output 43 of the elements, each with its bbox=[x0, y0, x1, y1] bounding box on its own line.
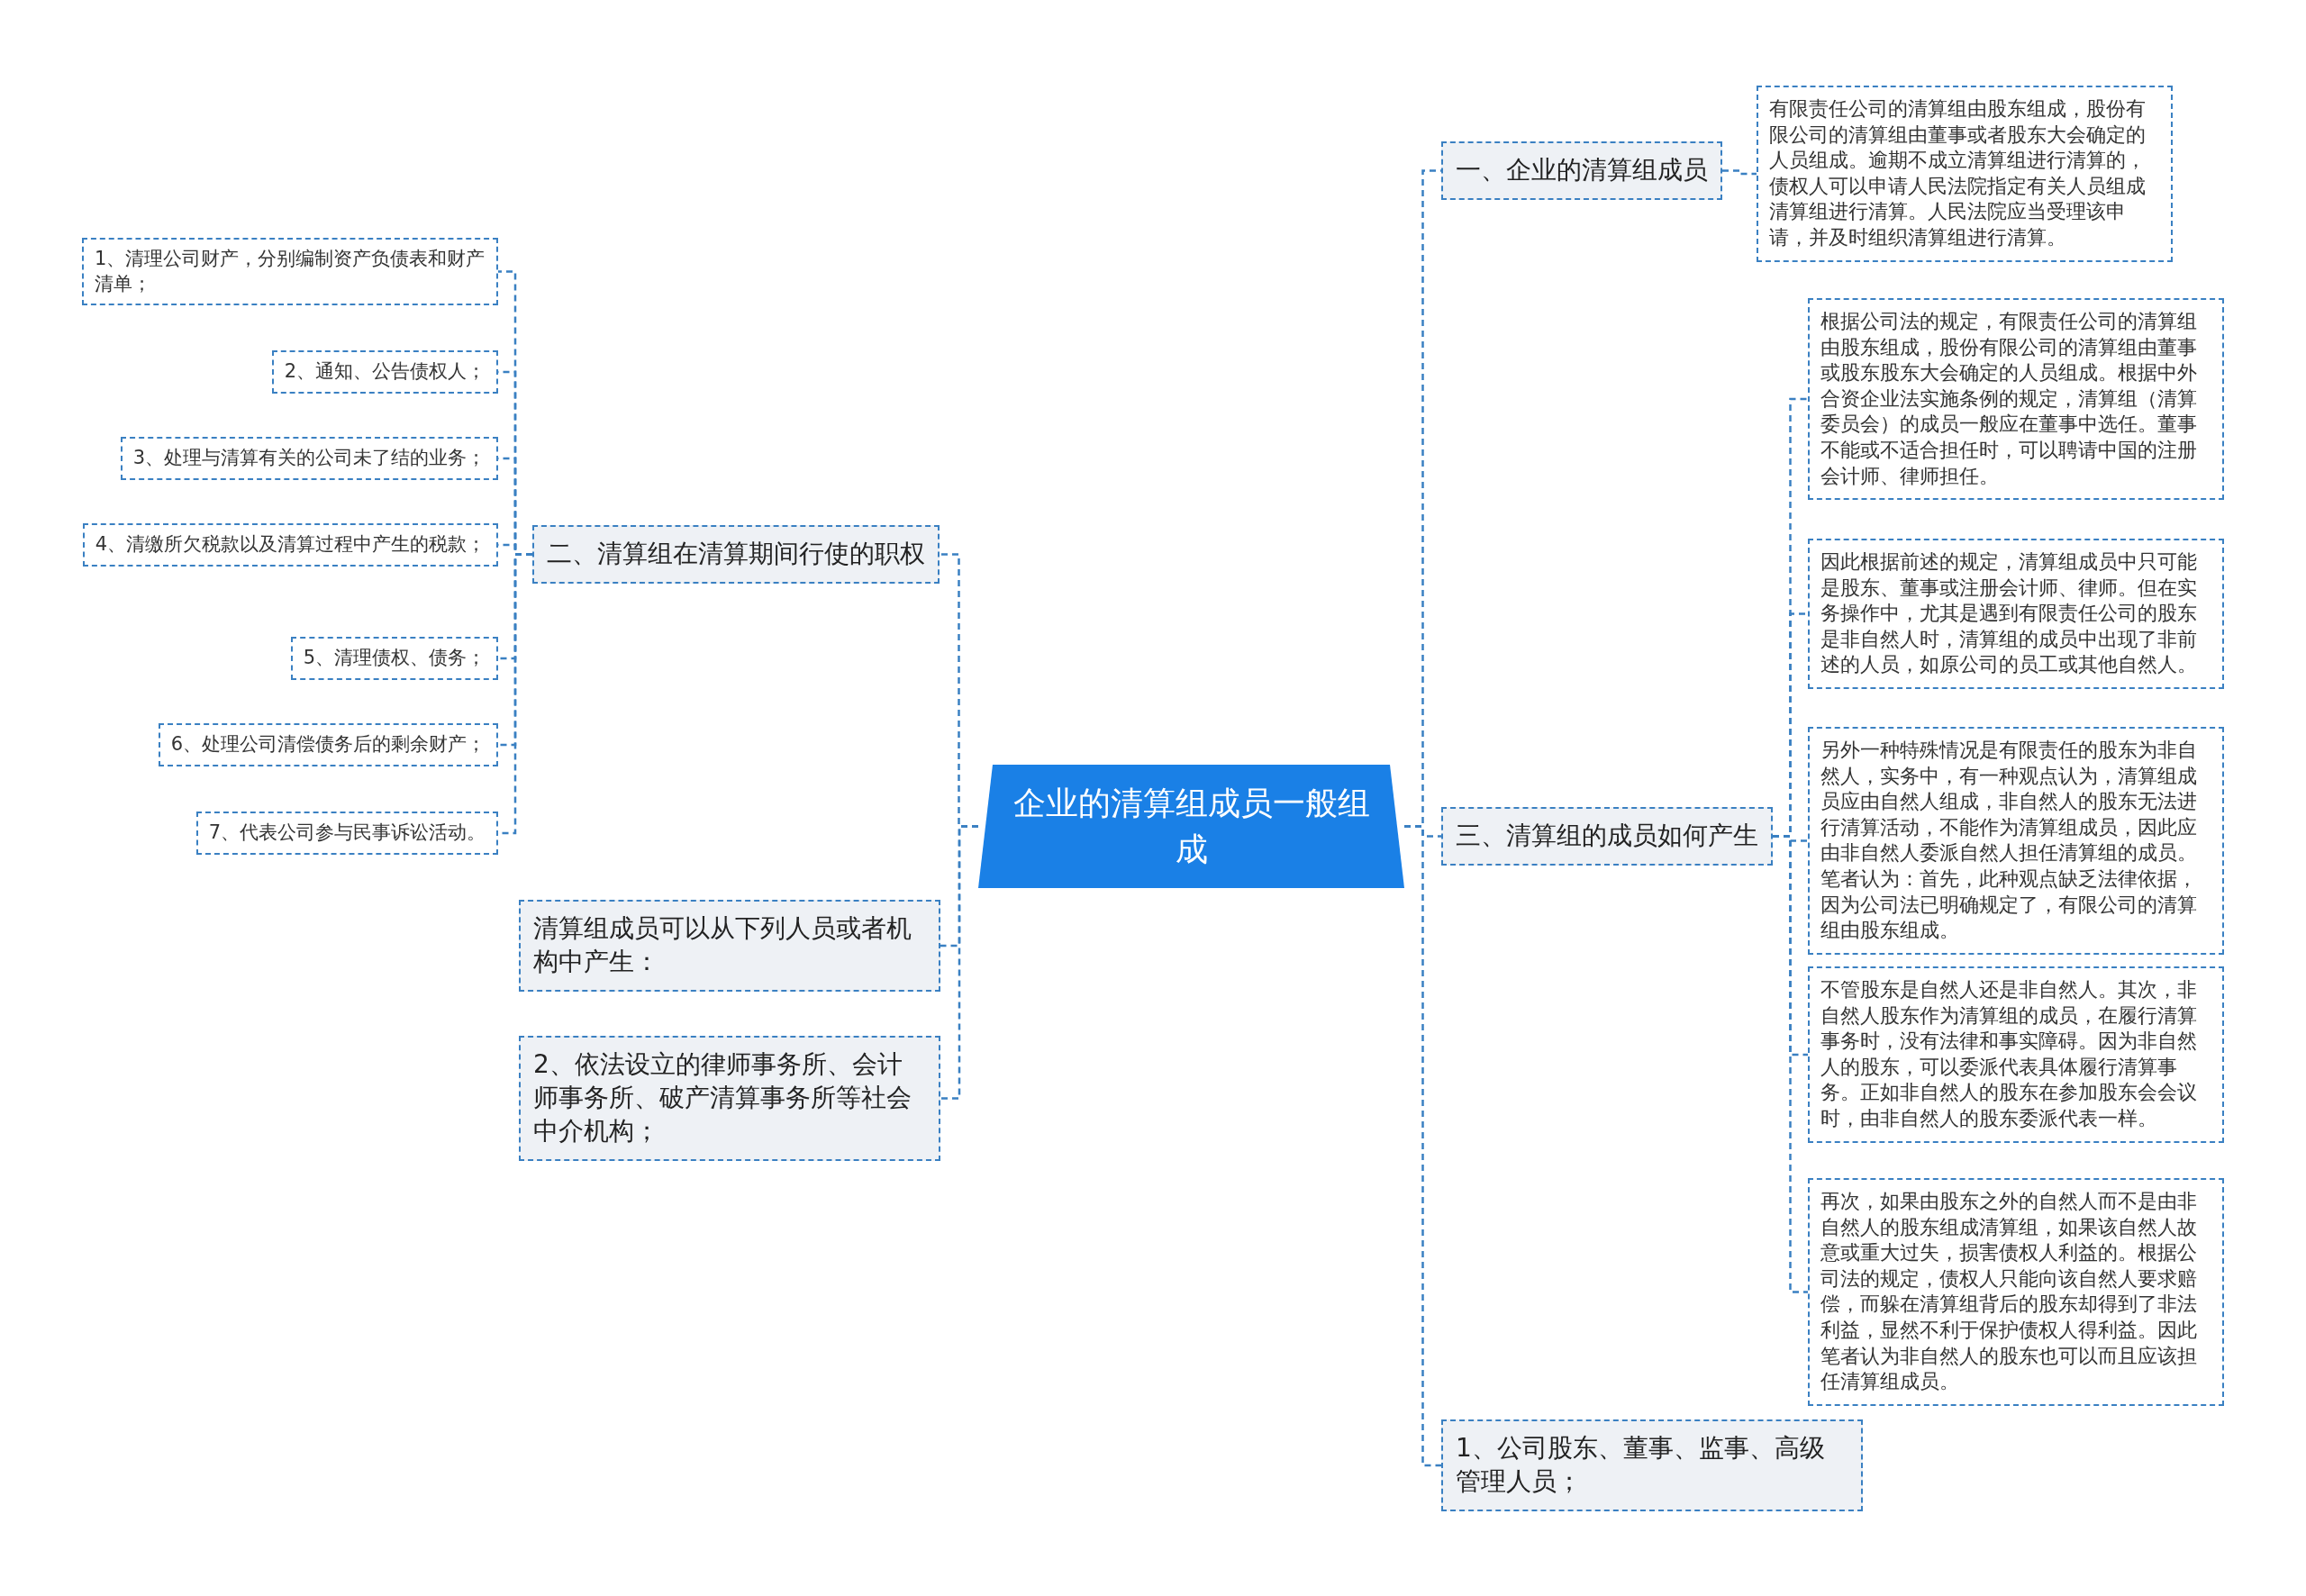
list-item-text: 3、处理与清算有关的公司未了结的业务； bbox=[132, 446, 486, 470]
list-item-text: 7、代表公司参与民事诉讼活动。 bbox=[208, 821, 486, 845]
note-text: 另外一种特殊情况是有限责任的股东为非自然人，实务中，有一种观点认为，清算组成员应由自然人组成，非自然人的股东无法进行清算活动，不能作为清算组成员，因此应由非自然人委派自然人担任清算组的成员。笔者认为：首先，此种观点缺乏法律依据，因为公司法已明确规定了，有限公司的清算组由股东组成。 bbox=[1820, 738, 2198, 944]
connector-line bbox=[1722, 169, 1757, 176]
topic-text: 一、企业的清算组成员 bbox=[1456, 154, 1708, 186]
central-topic bbox=[978, 765, 1404, 888]
connector-line bbox=[1404, 825, 1441, 1467]
note-box bbox=[1808, 539, 2224, 689]
list-item-text: 5、清理债权、债务； bbox=[303, 646, 486, 670]
list-item-box bbox=[195, 812, 498, 855]
note-box bbox=[1757, 86, 2173, 262]
list-item-text: 4、清缴所欠税款以及清算过程中产生的税款； bbox=[95, 532, 486, 557]
topic-box bbox=[532, 525, 940, 584]
list-item-box bbox=[82, 523, 498, 567]
list-item-text: 6、处理公司清偿债务后的剩余财产； bbox=[170, 732, 486, 757]
note-text: 再次，如果由股东之外的自然人而不是由非自然人的股东组成清算组，如果该自然人故意或重大过失，损害债权人利益的。根据公司法的规定，债权人只能向该自然人要求赔偿，而躲在清算组背后的股东却得到了非法利益，显然不利于保护债权人得利益。因此笔者认为非自然人的股东也可以而且应该担任清算组成员。 bbox=[1820, 1189, 2198, 1395]
note-text: 不管股东是自然人还是非自然人。其次，非自然人股东作为清算组的成员，在履行清算事务时，没有法律和事实障碍。因为非自然人的股东，可以委派代表具体履行清算事务。正如非自然人的股东在参加股东会会议时，由非自然人的股东委派代表一样。 bbox=[1820, 977, 2198, 1131]
note-box bbox=[1808, 298, 2224, 501]
topic-text: 三、清算组的成员如何产生 bbox=[1456, 820, 1758, 852]
note-box bbox=[1808, 1178, 2224, 1406]
list-item-box bbox=[290, 637, 498, 680]
list-item-text: 1、清理公司财产，分别编制资产负债表和财产清单； bbox=[95, 247, 486, 296]
note-text: 因此根据前述的规定，清算组成员中只可能是股东、董事或注册会计师、律师。但在实务操作中，尤其是遇到有限责任公司的股东是非自然人时，清算组的成员中出现了非前述的人员，如原公司的员工或其他自然人。 bbox=[1820, 549, 2198, 678]
topic-box bbox=[1441, 807, 1773, 866]
list-item-box bbox=[82, 238, 498, 306]
topic-box bbox=[519, 900, 940, 992]
topic-box bbox=[1441, 141, 1722, 200]
topic-box bbox=[519, 1036, 940, 1161]
topic-text: 2、依法设立的律师事务所、会计师事务所、破产清算事务所等社会中介机构； bbox=[533, 1048, 912, 1147]
central-topic-text: 企业的清算组成员一般组成 bbox=[1012, 784, 1371, 869]
topic-text: 清算组成员可以从下列人员或者机构中产生： bbox=[533, 912, 912, 978]
note-box bbox=[1808, 727, 2224, 955]
list-item-text: 2、通知、公告债权人； bbox=[284, 359, 486, 384]
connector-line bbox=[940, 825, 978, 1100]
list-item-box bbox=[120, 437, 498, 480]
note-box bbox=[1808, 966, 2224, 1143]
list-item-box bbox=[158, 723, 498, 766]
list-item-box bbox=[271, 350, 498, 394]
topic-text: 二、清算组在清算期间行使的职权 bbox=[547, 538, 925, 570]
note-text: 根据公司法的规定，有限责任公司的清算组由股东组成，股份有限公司的清算组由董事或股东股东大会确定的人员组成。根据中外合资企业法实施条例的规定，清算组（清算委员会）的成员一般应在董事中选任。董事不能或不适合担任时，可以聘请中国的注册会计师、律师担任。 bbox=[1820, 309, 2198, 489]
topic-box bbox=[1441, 1419, 1863, 1511]
note-text: 有限责任公司的清算组由股东组成，股份有限公司的清算组由董事或者股东大会确定的人员组成。逾期不成立清算组进行清算的，债权人可以申请人民法院指定有关人员组成清算组进行清算。人民法院应当受理该申请，并及时组织清算组进行清算。 bbox=[1769, 96, 2147, 250]
topic-text: 1、公司股东、董事、监事、高级管理人员； bbox=[1456, 1432, 1826, 1498]
